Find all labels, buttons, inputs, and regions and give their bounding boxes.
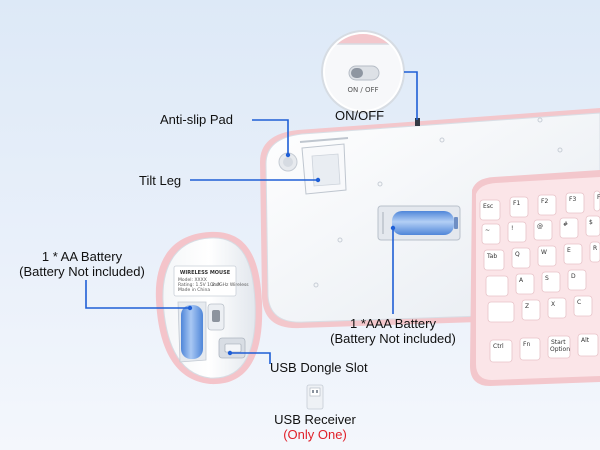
aa-battery xyxy=(181,305,203,359)
keyboard-key xyxy=(485,275,509,297)
aaa-battery-label-line1: 1 *AAA Battery xyxy=(350,316,436,331)
keyboard-key-label: $ xyxy=(589,219,593,226)
mouse-label-sticker: WIRELESS MOUSE Model: XXXX Rating: 1.5V … xyxy=(173,265,249,297)
keyboard-key-label: # xyxy=(563,221,568,228)
keyboard-key xyxy=(585,215,600,237)
keyboard-key xyxy=(567,269,587,291)
keyboard-key-label: Esc xyxy=(483,203,493,210)
aaa-battery-label: 1 *AAA Battery (Battery Not included) xyxy=(316,316,470,346)
keyboard-key xyxy=(509,196,529,218)
on-off-callout-line xyxy=(404,71,418,120)
anti-slip-callout-line xyxy=(252,119,289,155)
keyboard-key-label: Alt xyxy=(581,337,590,344)
anti-slip-pad-label: Anti-slip Pad xyxy=(160,112,233,127)
keyboard-key xyxy=(593,190,600,212)
keyboard-key xyxy=(537,194,557,216)
keyboard-key-label: Q xyxy=(515,251,520,258)
keyboard-key xyxy=(577,333,599,357)
aa-battery-label-line2: (Battery Not included) xyxy=(19,264,145,279)
keyboard-key xyxy=(521,299,541,321)
sticker-line-4: 2.4GHz Wireless xyxy=(212,282,249,288)
keyboard-key xyxy=(537,245,557,267)
only-one-label: (Only One) xyxy=(283,427,347,442)
keyboard-key-label: X xyxy=(551,301,555,308)
keyboard-key-label: F1 xyxy=(513,200,520,207)
aaa-battery-label-line2: (Battery Not included) xyxy=(330,331,456,346)
usb-receiver-label-line1: USB Receiver xyxy=(274,412,356,427)
keyboard-key-label: F4 xyxy=(597,194,600,201)
keyboard-key xyxy=(565,192,585,214)
keyboard-key xyxy=(487,301,515,323)
sticker-title: WIRELESS MOUSE xyxy=(180,270,231,276)
keyboard-key-label: F3 xyxy=(569,196,576,203)
keyboard-key-label: Tab xyxy=(486,253,497,260)
keyboard-key-label: C xyxy=(577,299,581,306)
keyboard-key xyxy=(559,217,579,239)
on-off-label: ON/OFF xyxy=(335,108,385,123)
wireless-mouse: WIRELESS MOUSE Model: XXXX Rating: 1.5V … xyxy=(155,231,263,385)
keyboard-key-label: W xyxy=(541,249,547,256)
keyboard-key xyxy=(573,295,593,317)
keyboard-key-label: Start xyxy=(551,339,566,346)
keyboard-key-label: F2 xyxy=(541,198,548,205)
usb-receiver-label: USB Receiver (Only One) xyxy=(255,412,375,442)
callout-lines xyxy=(85,71,418,364)
keyboard-key xyxy=(511,247,531,269)
keyboard-key-label: S xyxy=(545,275,549,282)
keyboard-key-label: ~ xyxy=(485,227,490,234)
aa-battery-callout-line xyxy=(85,280,190,309)
sticker-line-1: Model: XXXX xyxy=(178,277,207,283)
aa-battery-label-line1: 1 * AA Battery xyxy=(41,249,123,264)
keyboard-key xyxy=(483,249,505,271)
keyboard-key xyxy=(479,199,501,221)
aaa-battery xyxy=(392,211,454,235)
keyboard-key xyxy=(519,337,541,361)
keyboard-key xyxy=(589,241,600,263)
keyboard-key xyxy=(515,273,535,295)
tilt-leg xyxy=(299,137,349,195)
keyboard-key-label: Option xyxy=(550,346,570,353)
keyboard-front: Esc F1 F2 F3 F4 ~! @ # $ Tab Q W E R A S D Z X C Ctrl Fn Start… xyxy=(470,170,600,386)
keyboard-key xyxy=(563,243,583,265)
sticker-line-2: Rating: 1.5V 10mA xyxy=(178,282,221,288)
on-off-switch xyxy=(415,118,420,126)
keyboard-key xyxy=(547,297,567,319)
keyboard-key-label: ! xyxy=(511,225,513,232)
keyboard-key xyxy=(481,223,501,245)
tilt-leg-label: Tilt Leg xyxy=(139,173,182,188)
dongle-slot-callout-line xyxy=(230,352,271,364)
keyboard-key-label: Ctrl xyxy=(493,343,504,350)
keyboard-key xyxy=(547,335,571,359)
keyboard-key-label: E xyxy=(567,247,571,254)
keyboard-key-label: A xyxy=(519,277,524,284)
keyboard-key xyxy=(541,271,561,293)
keyboard-key xyxy=(533,219,553,241)
usb-receiver xyxy=(306,384,324,410)
sticker-line-3: Made in China xyxy=(178,287,210,293)
keyboard-key-label: @ xyxy=(537,223,543,230)
keyboard-key xyxy=(507,221,527,243)
keyboard-key-label: R xyxy=(593,245,597,252)
keyboard-key-label: Fn xyxy=(523,341,530,348)
switch-zoom-magnifier: ON / OFF xyxy=(321,30,405,114)
aa-battery-label: 1 * AA Battery (Battery Not included) xyxy=(2,249,162,279)
switch-zoom-label: ON / OFF xyxy=(347,86,378,94)
usb-dongle-slot-label: USB Dongle Slot xyxy=(270,360,368,375)
keyboard-key-label: D xyxy=(571,273,576,280)
keyboard-key xyxy=(489,339,513,363)
keyboard-key-label: Z xyxy=(525,303,529,310)
